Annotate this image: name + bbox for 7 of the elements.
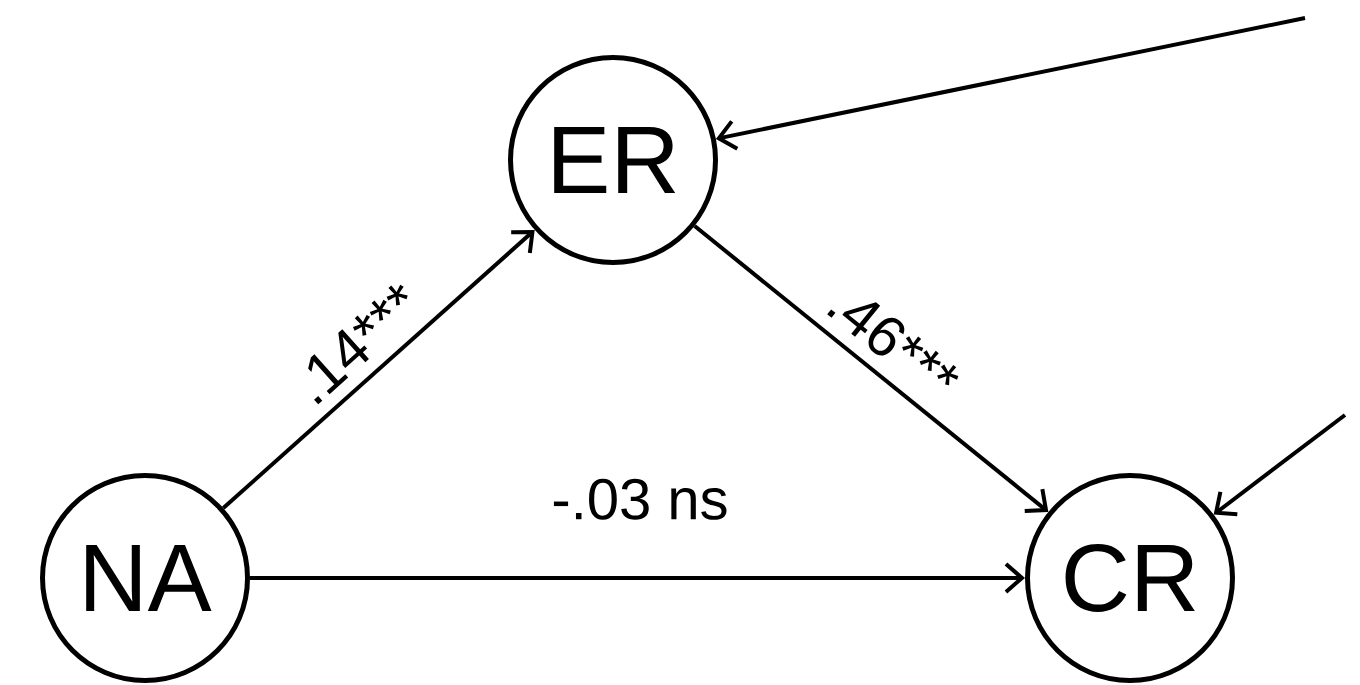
edge-label: .46*** — [827, 302, 959, 386]
arrow — [715, 16, 1306, 151]
edge-label: -.03 ns — [553, 478, 727, 520]
arrow — [693, 224, 1049, 513]
arrow — [222, 229, 535, 510]
arrow — [1213, 413, 1347, 517]
arrow — [250, 562, 1025, 594]
